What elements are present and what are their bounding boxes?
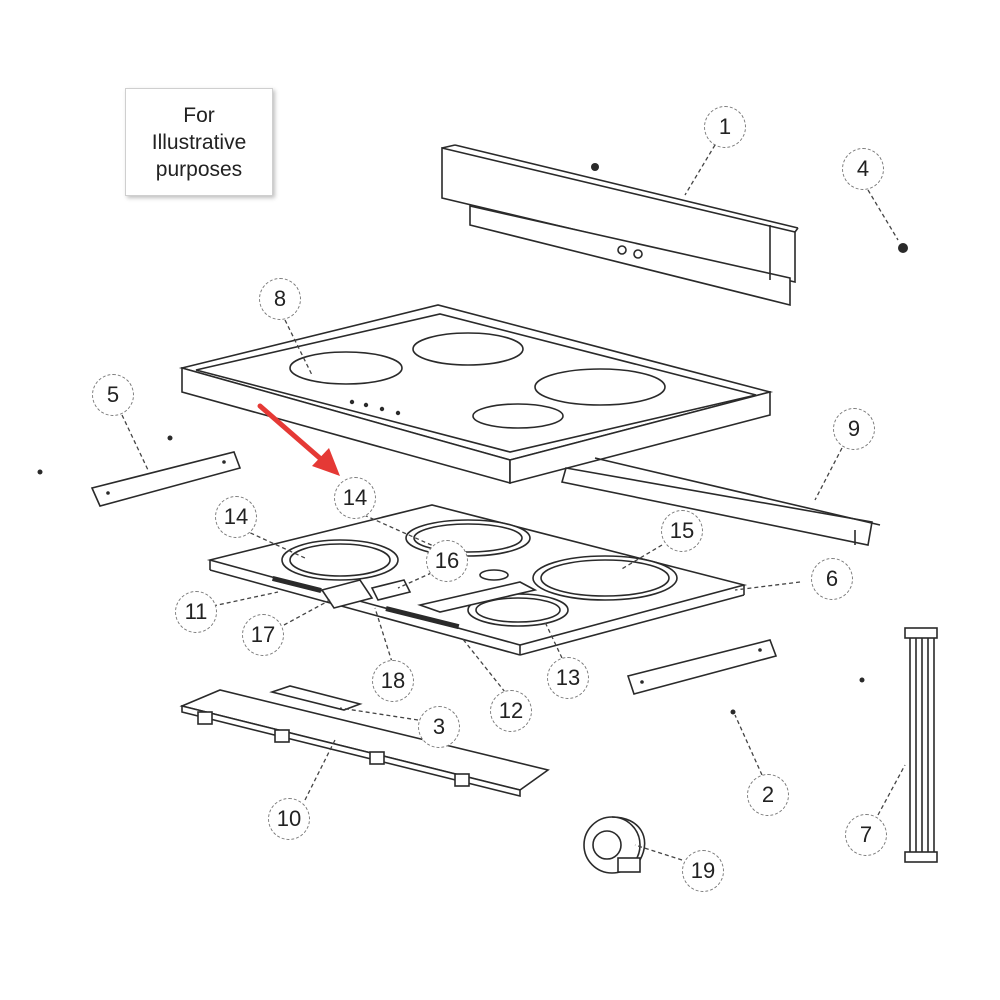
part-10-front-trim	[179, 689, 550, 798]
part-2-right-bracket	[626, 639, 778, 695]
note-line: Illustrative	[151, 130, 247, 154]
callout-3: 3	[418, 706, 460, 748]
part-9-right-rail	[560, 457, 881, 546]
screw-icon	[730, 709, 736, 715]
callout-10: 10	[268, 798, 310, 840]
screw-icon	[167, 435, 173, 441]
screw-icon	[859, 677, 865, 683]
callout-14: 14	[215, 496, 257, 538]
callout-5: 5	[92, 374, 134, 416]
note-line: For	[183, 103, 215, 127]
callout-14-pointed: 14	[334, 477, 376, 519]
screw-icon	[898, 243, 908, 253]
callout-15: 15	[661, 510, 703, 552]
callout-9: 9	[833, 408, 875, 450]
illustrative-note: For Illustrative purposes	[125, 88, 273, 196]
screw-icon	[591, 163, 599, 171]
induction-plate-assembly	[206, 504, 748, 656]
note-line: purposes	[155, 157, 243, 181]
callout-2: 2	[747, 774, 789, 816]
part-3-small-panel	[269, 685, 363, 711]
callout-11: 11	[175, 591, 217, 633]
part-1-back-trim	[441, 144, 799, 307]
callout-19: 19	[682, 850, 724, 892]
callout-4: 4	[842, 148, 884, 190]
callout-16: 16	[426, 540, 468, 582]
part-19-fan	[583, 816, 646, 874]
callout-18: 18	[372, 660, 414, 702]
leader-lines	[121, 144, 906, 861]
callout-12: 12	[490, 690, 532, 732]
callout-8: 8	[259, 278, 301, 320]
part-7-ribbon-cable	[904, 627, 938, 863]
callout-17: 17	[242, 614, 284, 656]
callout-13: 13	[547, 657, 589, 699]
callout-7: 7	[845, 814, 887, 856]
callout-6: 6	[811, 558, 853, 600]
screw-icon	[37, 469, 43, 475]
part-8-glass-cooktop	[178, 304, 774, 485]
highlight-arrow-icon	[257, 403, 340, 476]
callout-1: 1	[704, 106, 746, 148]
part-5-left-bracket	[90, 451, 242, 507]
